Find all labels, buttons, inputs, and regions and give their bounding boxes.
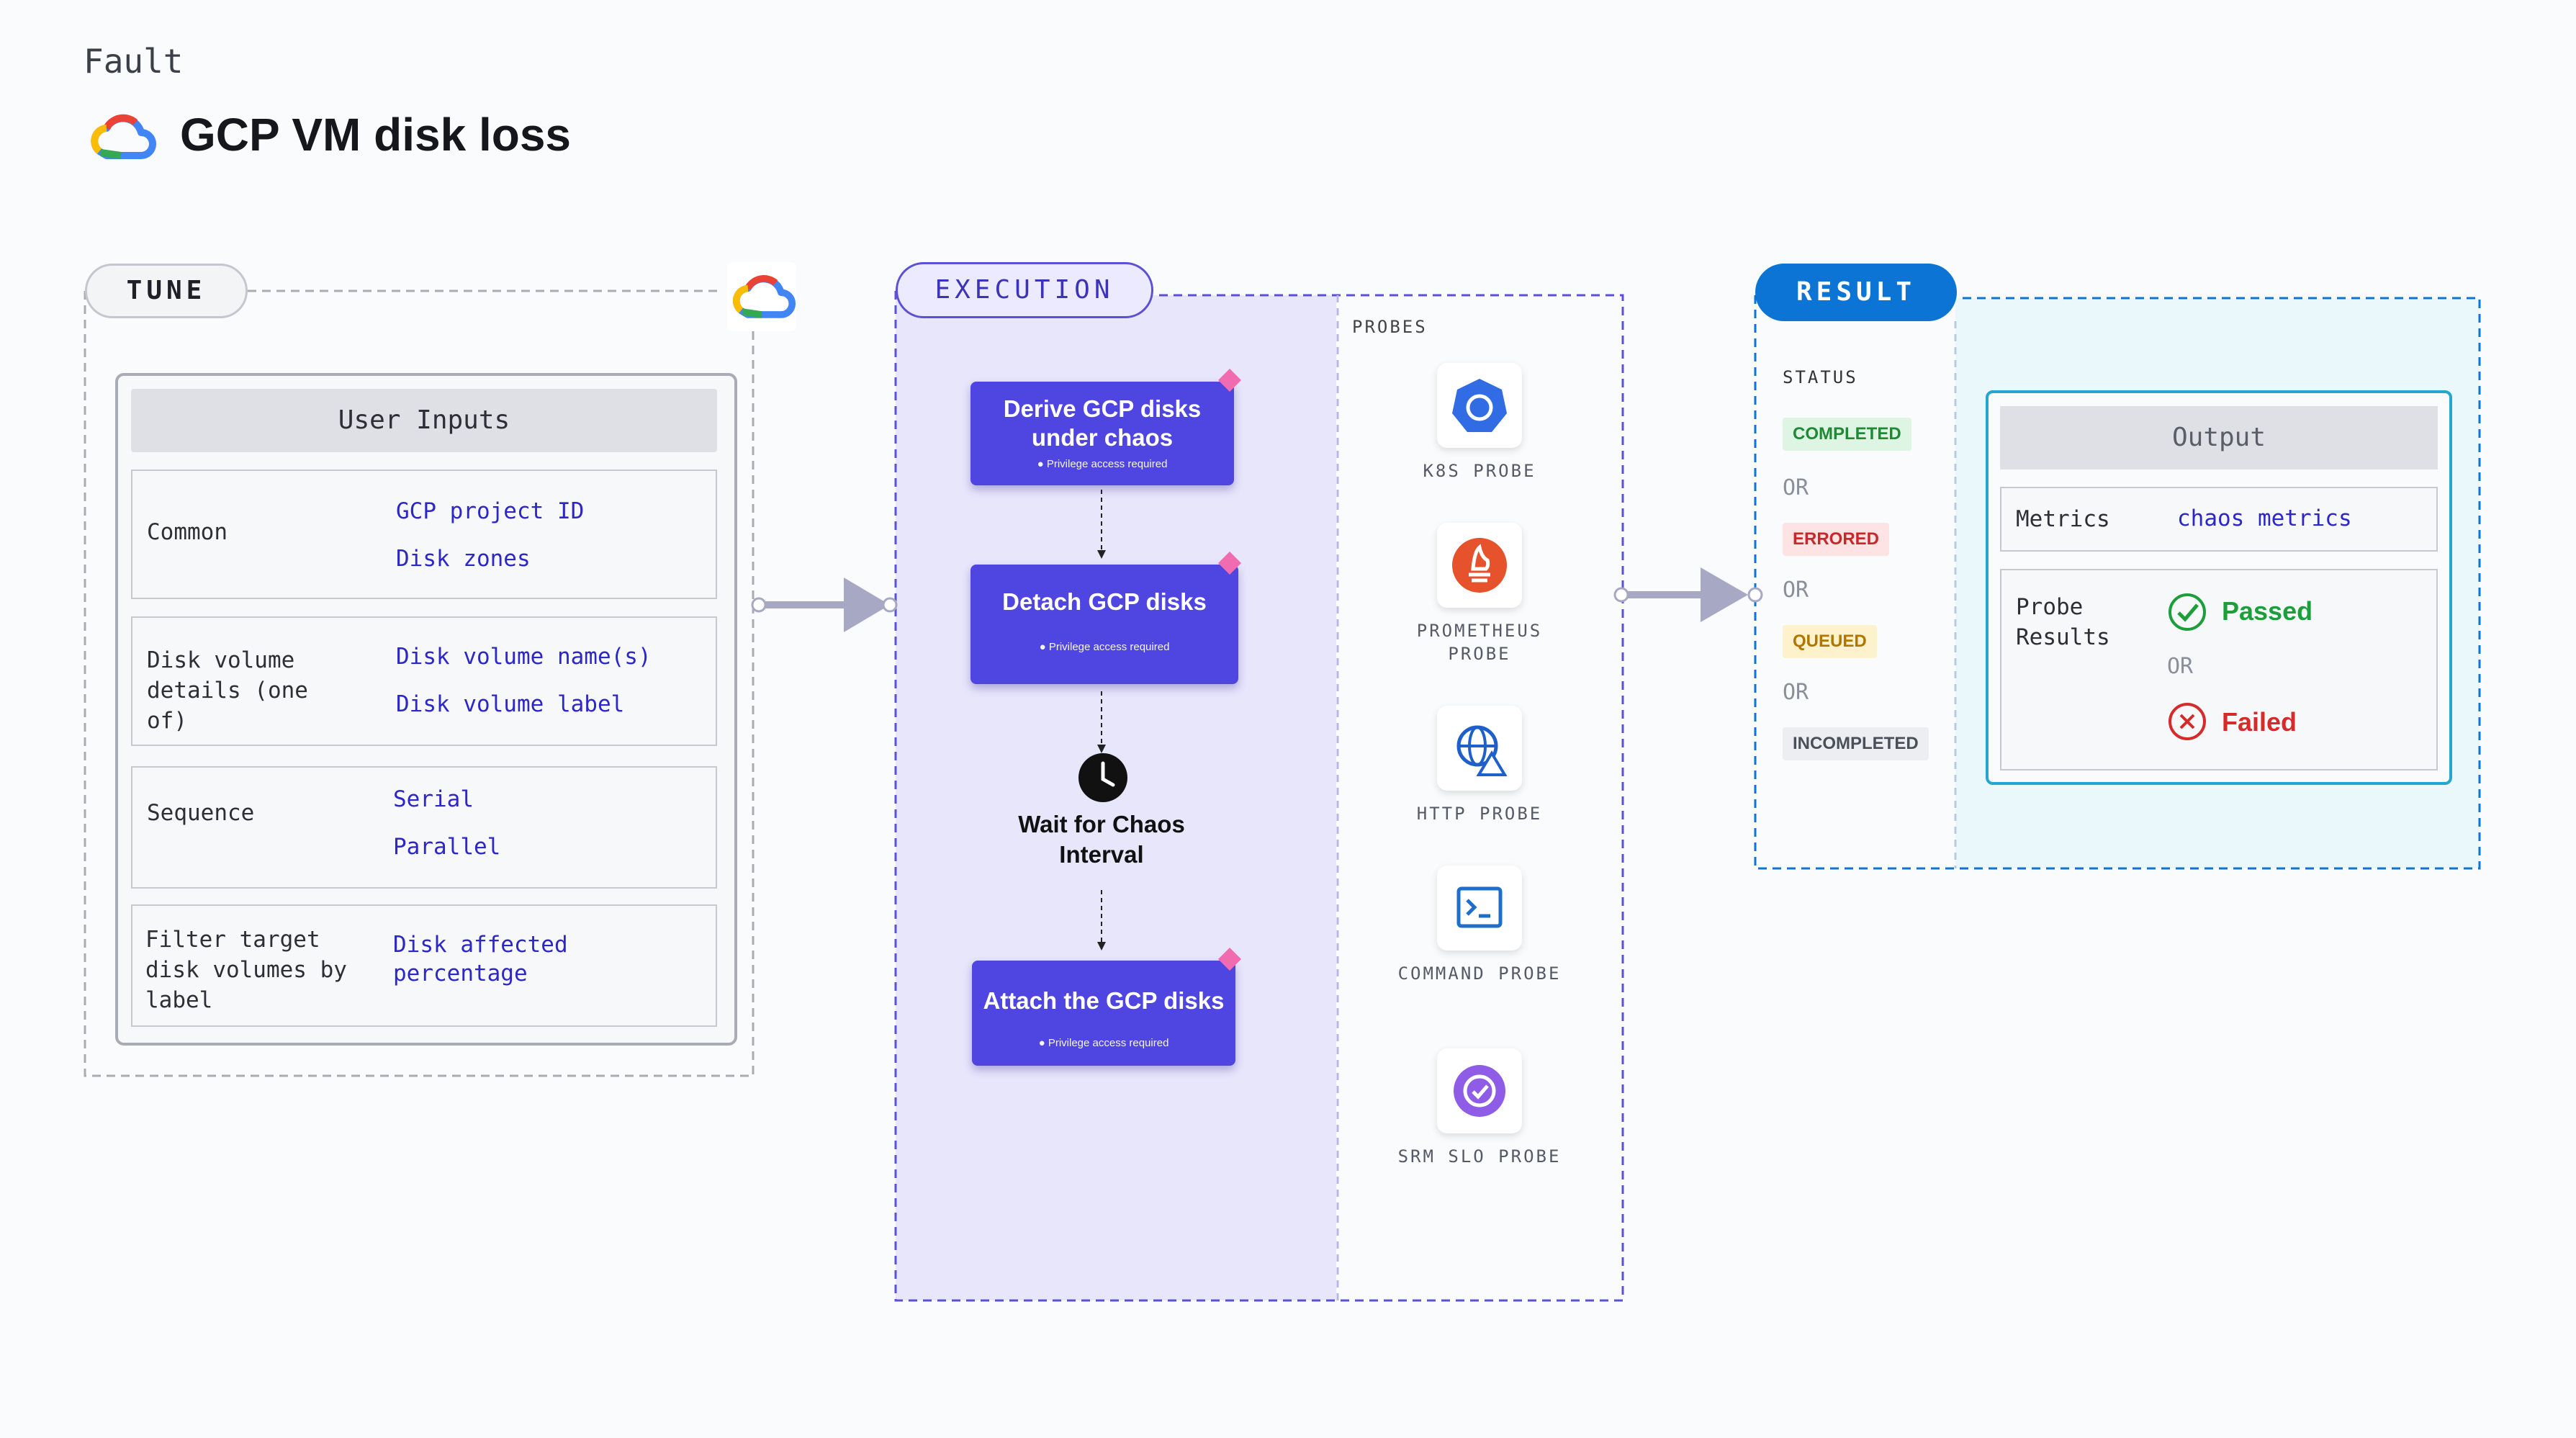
probe-results-label: Probe Results	[2016, 594, 2110, 650]
input-value-serial: Serial	[393, 786, 474, 812]
input-row-label: Common	[147, 519, 228, 545]
input-row-sequence: Sequence Serial Parallel	[131, 766, 717, 889]
privilege-badge-icon	[1217, 946, 1243, 972]
prometheus-icon	[1437, 523, 1522, 608]
page-title: GCP VM disk loss	[180, 109, 571, 161]
result-section-label: RESULT	[1755, 264, 1957, 321]
passed-label: Passed	[2222, 596, 2313, 626]
step-attach-gcp-disks: Attach the GCP disks ● Privilege access …	[972, 961, 1235, 1066]
input-row-label: Sequence	[147, 800, 255, 826]
input-row-filter: Filter target disk volumes by label Disk…	[131, 904, 717, 1027]
status-badge-completed: COMPLETED	[1783, 418, 1911, 451]
input-row-disk-volume: Disk volume details (one of) Disk volume…	[131, 616, 717, 746]
probes-label: PROBES	[1352, 317, 1428, 337]
step-note: ● Privilege access required	[1038, 1037, 1169, 1049]
clock-icon	[1077, 752, 1129, 804]
step-note: ● Privilege access required	[1039, 641, 1170, 653]
output-row-probe-results: Probe Results Passed OR Failed	[2000, 569, 2438, 770]
metrics-label: Metrics	[2016, 506, 2110, 532]
user-inputs-title: User Inputs	[131, 389, 717, 452]
x-circle-icon	[2167, 701, 2207, 742]
step-title: Attach the GCP disks	[983, 987, 1225, 1014]
lock-icon: ●	[1037, 458, 1044, 470]
lock-icon: ●	[1039, 641, 1046, 653]
or-text: OR	[1783, 578, 1809, 603]
terminal-icon	[1437, 866, 1522, 951]
wait-step-title: Wait for Chaos Interval	[1018, 811, 1185, 868]
probe-label: PROMETHEUS PROBE	[1416, 621, 1543, 664]
input-value-gcp-project-id: GCP project ID	[396, 498, 585, 524]
or-text: OR	[2167, 654, 2194, 679]
status-badge-incompleted: INCOMPLETED	[1783, 727, 1929, 760]
status-label: STATUS	[1783, 367, 1858, 387]
slo-icon	[1437, 1048, 1522, 1133]
google-cloud-icon	[727, 262, 796, 331]
probe-label: K8S PROBE	[1423, 461, 1536, 481]
input-value-parallel: Parallel	[393, 834, 501, 860]
google-cloud-icon	[85, 101, 157, 173]
probe-label: COMMAND PROBE	[1397, 963, 1562, 984]
input-row-label: Filter target disk volumes by label	[145, 927, 347, 1013]
probe-label: HTTP PROBE	[1416, 804, 1543, 824]
output-title: Output	[2000, 406, 2438, 469]
tune-section-label: TUNE	[85, 264, 248, 318]
step-title: Derive GCP disks under chaos	[1003, 395, 1202, 451]
input-value-disk-volume-label: Disk volume label	[396, 691, 625, 717]
metrics-value: chaos metrics	[2177, 505, 2352, 531]
status-badge-errored: ERRORED	[1783, 523, 1890, 556]
input-value-disk-volume-names: Disk volume name(s)	[396, 644, 652, 670]
step-note: ● Privilege access required	[1037, 458, 1168, 470]
http-globe-icon	[1437, 706, 1522, 791]
failed-label: Failed	[2222, 707, 2297, 737]
step-derive-gcp-disks: Derive GCP disks under chaos ● Privilege…	[970, 382, 1234, 485]
or-text: OR	[1783, 475, 1809, 500]
probe-label: SRM SLO PROBE	[1397, 1146, 1562, 1167]
input-value-disk-zones: Disk zones	[396, 546, 531, 572]
or-text: OR	[1783, 680, 1809, 705]
kubernetes-icon	[1437, 363, 1522, 448]
input-row-common: Common GCP project ID Disk zones	[131, 469, 717, 599]
output-row-metrics: Metrics chaos metrics	[2000, 487, 2438, 552]
execution-section-label: EXECUTION	[896, 262, 1153, 318]
privilege-badge-icon	[1217, 367, 1243, 393]
step-title: Detach GCP disks	[1002, 588, 1207, 615]
input-row-label: Disk volume details (one of)	[147, 647, 308, 734]
step-detach-gcp-disks: Detach GCP disks ● Privilege access requ…	[970, 565, 1238, 684]
lock-icon: ●	[1038, 1037, 1045, 1049]
input-value-disk-affected-percentage: Disk affected percentage	[393, 932, 568, 987]
check-circle-icon	[2167, 592, 2207, 632]
status-badge-queued: QUEUED	[1783, 625, 1877, 658]
fault-label: Fault	[84, 42, 184, 81]
privilege-badge-icon	[1217, 550, 1243, 576]
